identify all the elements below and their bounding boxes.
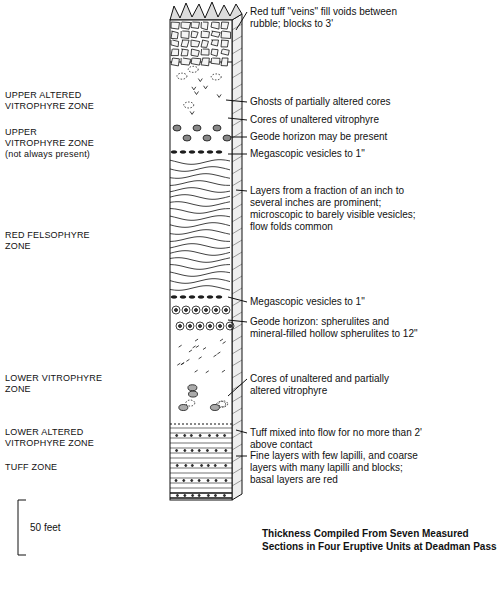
note: Layers from a fraction of an inch to sev… xyxy=(250,185,435,233)
zone-name: LOWER ALTERED VITROPHYRE ZONE xyxy=(5,427,125,449)
zone-name: TUFF ZONE xyxy=(5,462,105,473)
note: Ghosts of partially altered cores xyxy=(250,96,490,108)
caption: Thickness Compiled From Seven Measured S… xyxy=(262,528,497,553)
note: Geode horizon: spherulites and mineral-f… xyxy=(250,316,422,340)
zone-name: UPPER ALTERED VITROPHYRE ZONE xyxy=(5,90,115,112)
rock-texture xyxy=(170,22,242,498)
zone-name: RED FELSOPHYRE ZONE xyxy=(5,230,105,252)
note: Cores of unaltered vitrophyre xyxy=(250,114,490,126)
zone-name: UPPER VITROPHYRE ZONE (not always presen… xyxy=(5,127,97,159)
scale-label: 50 feet xyxy=(30,522,110,534)
note: Cores of unaltered and partially altered… xyxy=(250,373,418,397)
note: Tuff mixed into flow for no more than 2'… xyxy=(250,427,422,451)
note: Megascopic vesicles to 1" xyxy=(250,296,490,308)
note: Geode horizon may be present xyxy=(250,131,490,143)
note: Red tuff "veins" fill voids between rubb… xyxy=(250,6,400,30)
note: Fine layers with few lapilli, and coarse… xyxy=(250,450,428,486)
note: Megascopic vesicles to 1" xyxy=(250,148,490,160)
zone-name: LOWER VITROPHYRE ZONE xyxy=(5,373,110,395)
